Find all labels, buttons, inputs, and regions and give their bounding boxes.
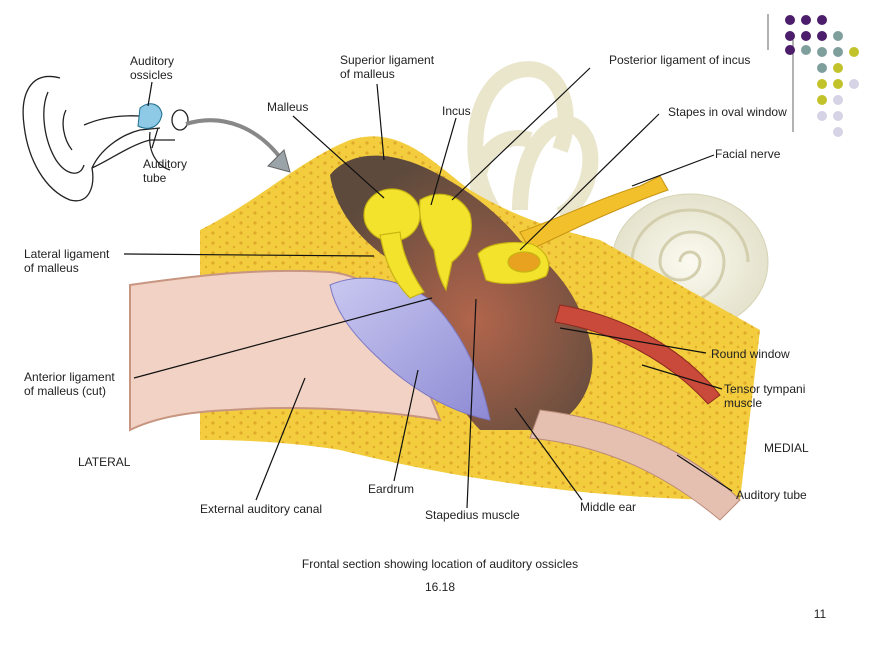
ossicles (363, 188, 550, 299)
label-facial-nerve: Facial nerve (715, 147, 781, 161)
figure-caption: Frontal section showing location of audi… (301, 557, 579, 571)
label-lateral-ligament: Lateral ligament of malleus (24, 247, 110, 275)
label-tensor-tympani: Tensor tympani muscle (724, 382, 806, 410)
label-medial: MEDIAL (764, 441, 809, 455)
label-auditory-tube-inset: Auditory tube (143, 157, 188, 185)
label-middle-ear: Middle ear (580, 500, 637, 514)
page-number: 11 (813, 607, 827, 621)
inset-arrow-head (267, 149, 291, 173)
label-superior-ligament: Superior ligament of malleus (340, 53, 435, 81)
inset-arrow-shaft (185, 118, 284, 162)
facial-nerve-shape (519, 175, 669, 251)
label-stapes: Stapes in oval window (668, 105, 787, 119)
label-anterior-ligament: Anterior ligament of malleus (cut) (24, 370, 115, 398)
figure-number: 16.18 (424, 580, 456, 594)
label-malleus: Malleus (267, 100, 309, 114)
auditory-tube-shape (529, 409, 741, 521)
label-stapedius: Stapedius muscle (425, 508, 520, 522)
leader-lines (123, 67, 733, 509)
label-lateral: LATERAL (78, 455, 131, 469)
label-round-window: Round window (711, 347, 790, 361)
label-eardrum: Eardrum (368, 482, 415, 496)
label-auditory-ossicles: Auditory ossicles (130, 54, 175, 82)
label-incus: Incus (442, 104, 471, 118)
ear-inset (22, 75, 189, 202)
label-external-canal: External auditory canal (200, 502, 323, 516)
label-posterior-ligament: Posterior ligament of incus (609, 53, 751, 67)
inset-ossicles-highlight (137, 103, 163, 129)
semicircular-canals (467, 61, 599, 225)
decorative-dot-grid (767, 14, 859, 137)
label-auditory-tube: Auditory tube (736, 488, 807, 502)
tensor-tympani-shape (554, 304, 721, 405)
